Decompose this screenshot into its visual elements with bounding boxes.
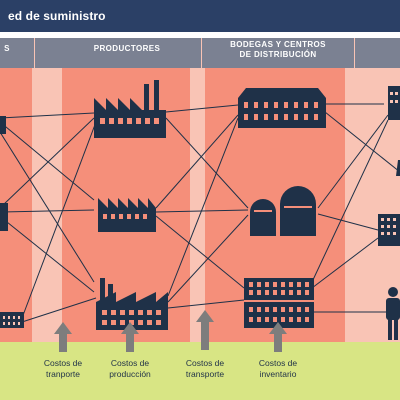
arrow-up-icon [196,310,214,350]
cost-label-transport: Costos de tranporte [32,358,94,379]
column-label-line: DE DISTRIBUCIÓN [239,50,317,59]
cost-label-line: Costos de [110,358,150,368]
column-label-suppliers: S [4,44,10,53]
column-header-customers [355,38,400,68]
warehouse-icon [244,278,314,328]
cost-label-transport-2: Costos de transporte [174,358,236,379]
cost-label-line: transporte [185,368,225,379]
diagram-title: ed de suministro [8,9,106,23]
column-header-producers [35,38,201,68]
cost-label-line: Costos de [185,358,225,368]
cost-arrows [54,310,287,352]
band-suppliers [0,38,32,342]
person-icon [386,287,400,340]
warehouse-icon [238,88,326,128]
band-producers [62,38,190,342]
cost-label-line: inventario [259,368,297,379]
arrow-up-icon [121,322,139,352]
column-label-line: BODEGAS Y CENTROS [230,40,326,49]
customer-icons [378,86,400,340]
column-label-producers: PRODUCTORES [93,44,161,53]
cost-label-inventory: Costos de inventario [247,358,309,379]
column-header-warehouses [202,38,354,68]
cost-label-line: Costos de [258,358,298,368]
cost-label-line: tranporte [45,368,81,379]
arrow-up-icon [269,322,287,352]
supplier-icons [0,116,24,328]
factory-icon [98,198,156,232]
silo-icon [250,186,316,236]
column-label-warehouses: BODEGAS Y CENTROS DE DISTRIBUCIÓN [205,40,351,60]
cost-label-line: Costos de [43,358,83,368]
building-icon [388,86,400,120]
store-icon [396,160,400,176]
building-icon [378,214,400,246]
factory-icon [94,80,166,138]
factory-icon [96,278,168,330]
connection-lines [0,103,400,323]
arrow-up-icon [54,322,72,352]
column-header-suppliers [0,38,34,68]
cost-label-line: producción [109,368,151,379]
cost-label-production: Costos de producción [99,358,161,379]
title-bar [0,0,400,32]
